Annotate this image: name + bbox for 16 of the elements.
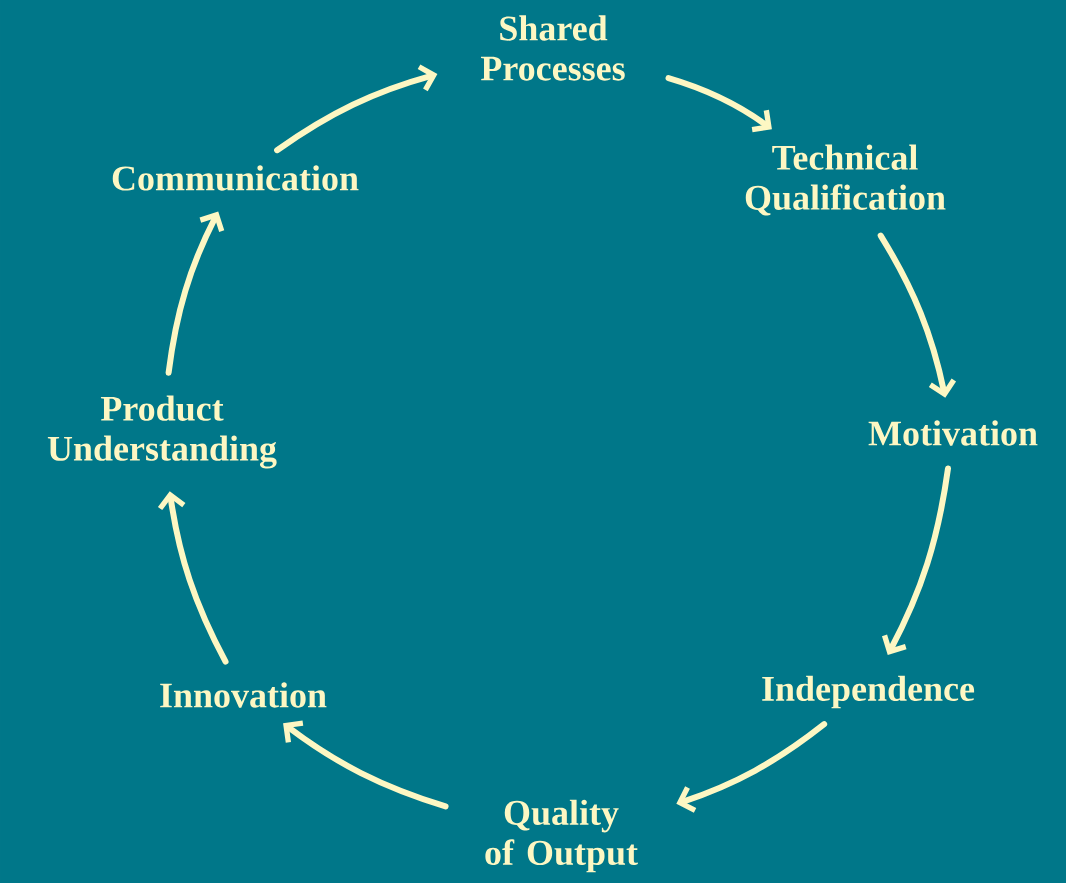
arrow (882, 465, 951, 655)
arrow (283, 720, 449, 810)
arrow (157, 491, 229, 665)
node-label: Communication (112, 165, 359, 191)
node-label: Independence (762, 675, 975, 709)
node-label: Innovation (160, 682, 327, 708)
arrow (665, 75, 772, 133)
node-label: Motivation (868, 420, 1038, 446)
node-label: Product Understanding (47, 395, 277, 469)
node-label: Shared Processes (480, 15, 625, 81)
arrow (274, 64, 438, 154)
node-label: Technical Qualification (745, 144, 946, 216)
arrow (877, 232, 957, 398)
node-label: Quality of Output (485, 799, 638, 873)
arrow (676, 721, 828, 813)
arrow (165, 211, 225, 376)
